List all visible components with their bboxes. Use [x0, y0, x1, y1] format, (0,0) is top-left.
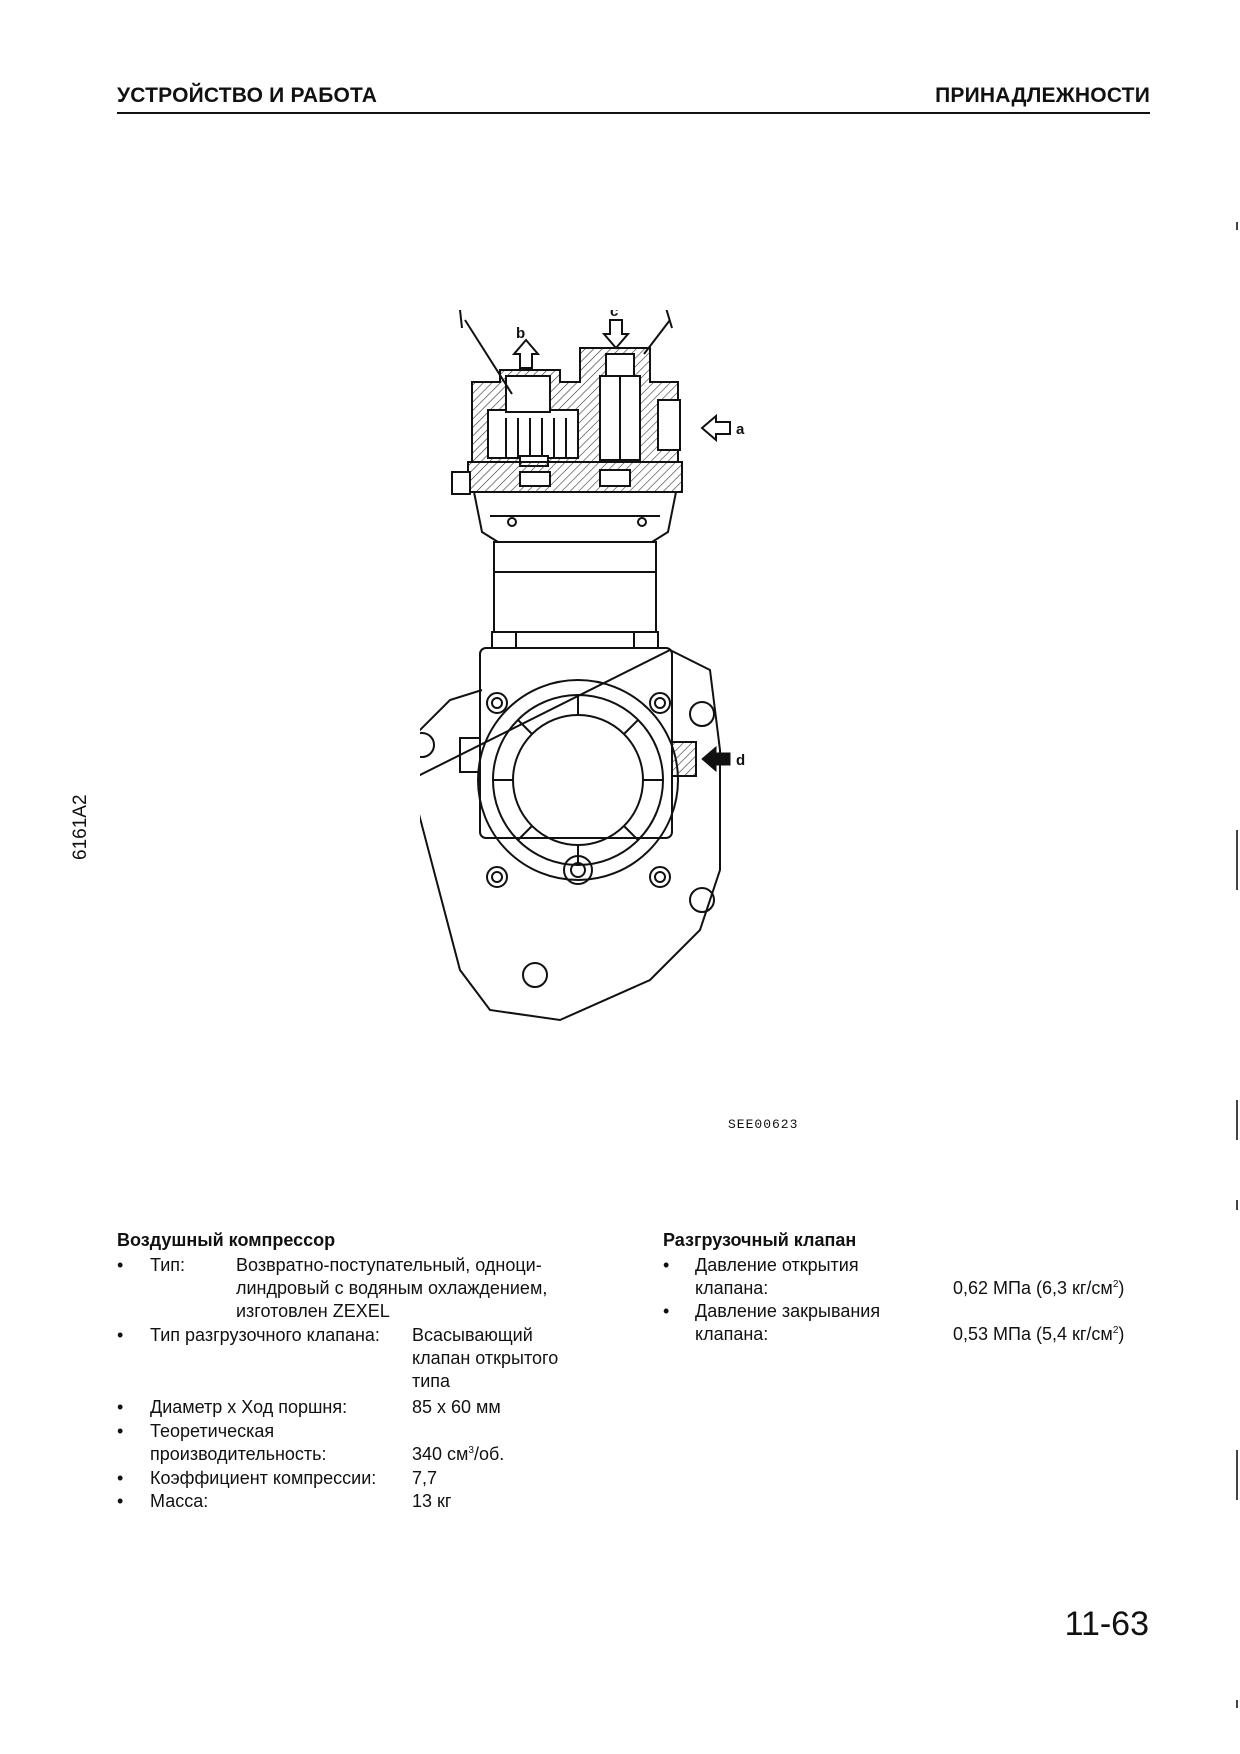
capacity-value: 340 см3/об.	[412, 1444, 505, 1464]
open-pressure-value: 0,62 МПа (6,3 кг/см2)	[953, 1278, 1125, 1298]
compressor-title: Воздушный компрессор	[117, 1230, 336, 1250]
valve-type-value-line1: Всасывающий	[412, 1325, 533, 1345]
bullet: •	[117, 1421, 124, 1441]
mass-value: 13 кг	[412, 1491, 452, 1511]
bore-value: 85 х 60 мм	[412, 1397, 501, 1417]
cylinder-barrel	[493, 541, 657, 633]
bullet: •	[117, 1491, 124, 1511]
close-pressure-label-line1: Давление закрывания	[695, 1301, 881, 1321]
page-number: 11-63	[1064, 1605, 1149, 1643]
bullet: •	[117, 1468, 124, 1488]
bore-label: Диаметр х Ход поршня:	[150, 1397, 348, 1417]
edge-mark	[1236, 1200, 1238, 1210]
bullet: •	[117, 1255, 124, 1275]
shaft-end	[563, 855, 593, 885]
compressor-diagram: 1 2 b c a d SEE00623	[420, 310, 798, 1132]
crankcase	[479, 647, 673, 839]
side-document-code: 6161A2	[70, 794, 91, 860]
edge-mark	[1236, 1100, 1238, 1140]
bullet: •	[117, 1325, 124, 1345]
edge-mark	[1236, 1700, 1238, 1708]
valve-type-value-line3: типа	[412, 1371, 451, 1391]
unloader-title: Разгрузочный клапан	[663, 1230, 857, 1250]
edge-mark	[1236, 1450, 1238, 1500]
figure-code: SEE00623	[728, 1117, 798, 1132]
callout-c: c	[610, 310, 618, 320]
mass-label: Масса:	[150, 1491, 209, 1511]
callout-d: d	[736, 752, 745, 769]
capacity-label-line2: производительность:	[150, 1444, 327, 1464]
bearing-housing-outer	[477, 679, 679, 881]
type-value-line2: линдровый с водяным охлаждением,	[236, 1278, 548, 1298]
edge-mark	[1236, 830, 1238, 890]
header-section-title: УСТРОЙСТВО И РАБОТА	[117, 84, 378, 107]
valve-plate	[467, 461, 683, 493]
callout-a: a	[736, 421, 745, 438]
page-header: УСТРОЙСТВО И РАБОТА ПРИНАДЛЕЖНОСТИ	[117, 84, 1150, 114]
bullet: •	[663, 1255, 670, 1275]
header-chapter-title: ПРИНАДЛЕЖНОСТИ	[935, 84, 1150, 107]
ratio-value: 7,7	[412, 1468, 438, 1488]
edge-mark	[1236, 222, 1238, 230]
valve-type-label: Тип разгрузочного клапана:	[150, 1325, 380, 1345]
type-label: Тип:	[150, 1255, 186, 1275]
bullet: •	[117, 1397, 124, 1417]
open-pressure-label-line2: клапана:	[695, 1278, 769, 1298]
close-pressure-label-line2: клапана:	[695, 1324, 769, 1344]
bullet: •	[663, 1301, 670, 1321]
capacity-label-line1: Теоретическая	[150, 1421, 275, 1441]
type-value-line1: Возвратно-поступательный, одноци-	[236, 1255, 542, 1275]
type-value-line3: изготовлен ZEXEL	[236, 1301, 390, 1321]
valve-type-value-line2: клапан открытого	[412, 1348, 559, 1368]
open-pressure-label-line1: Давление открытия	[695, 1255, 859, 1275]
head-chamber-left	[487, 409, 579, 459]
callout-b: b	[516, 325, 525, 342]
ratio-label: Коэффициент компрессии:	[150, 1468, 377, 1488]
mounting-flange	[420, 648, 721, 1022]
close-pressure-value: 0,53 МПа (5,4 кг/см2)	[953, 1324, 1125, 1344]
